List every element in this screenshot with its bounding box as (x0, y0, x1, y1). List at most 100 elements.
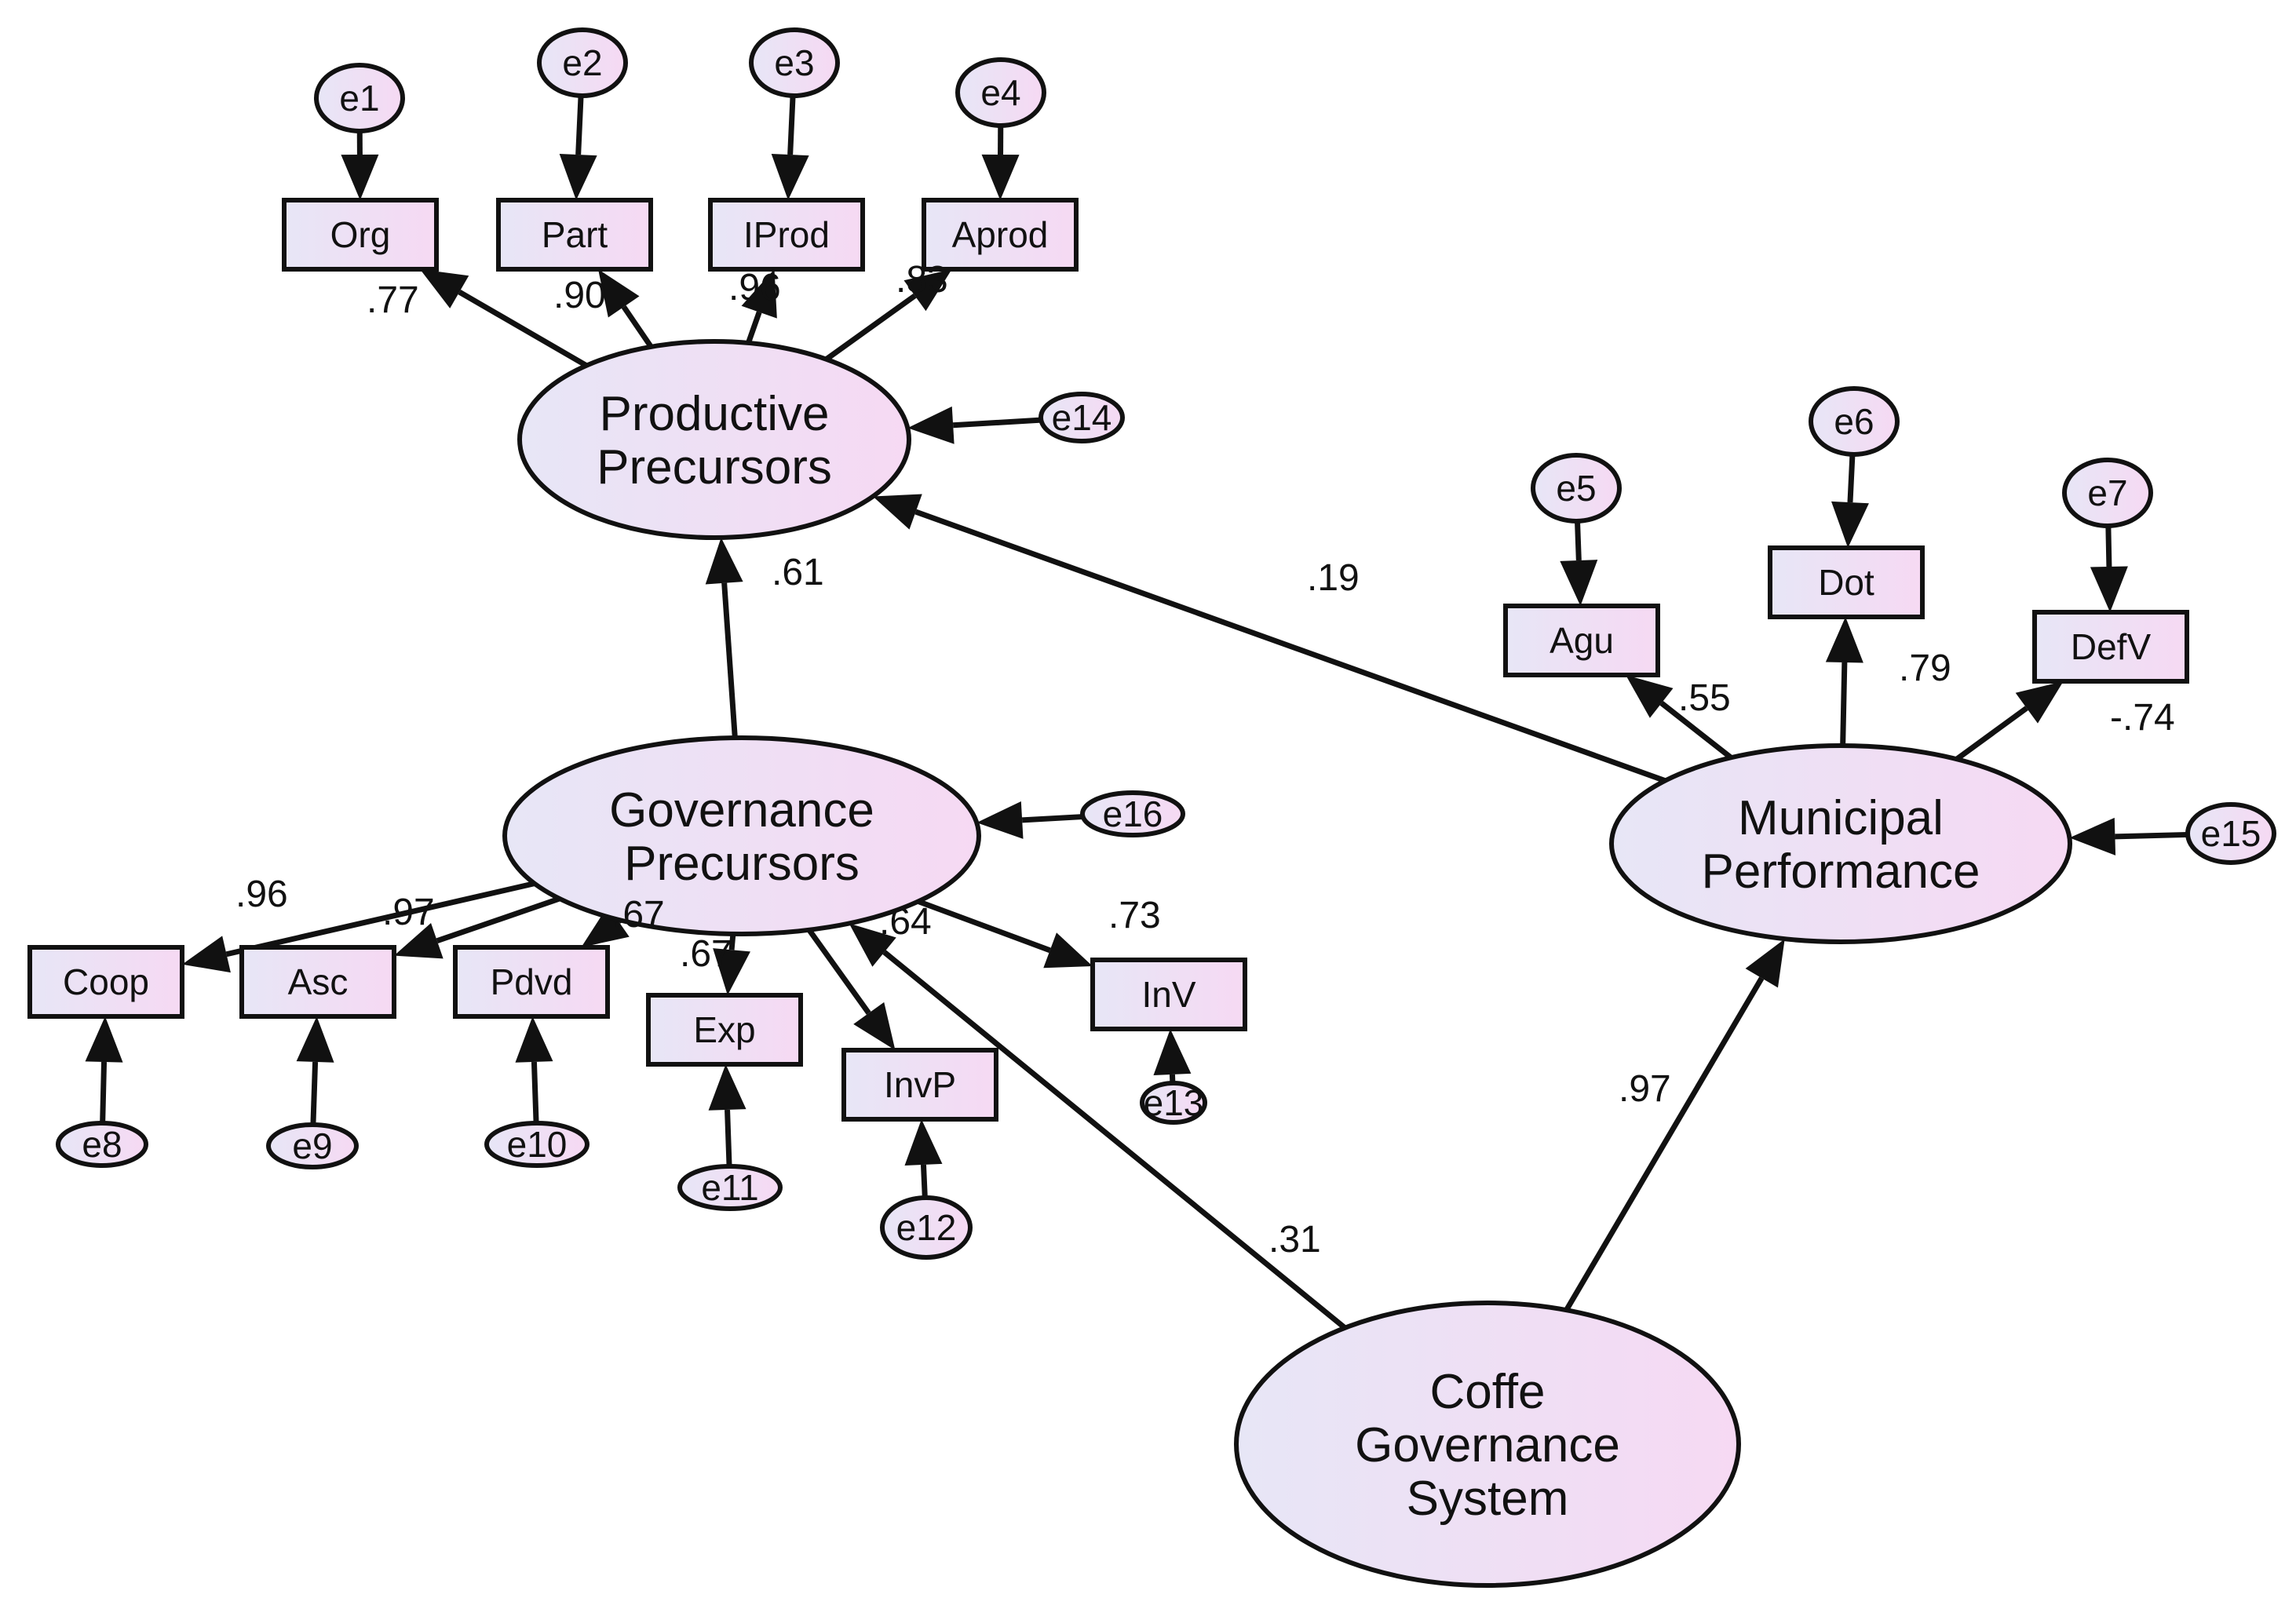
path-GP-to-InV (917, 899, 1051, 954)
arrowhead-GP-to-InV (1043, 932, 1093, 969)
coefficient-GP-to-PP: .61 (772, 552, 824, 593)
indicator-asc-shape (239, 945, 396, 1019)
path-MP-to-DefV (1955, 706, 2028, 762)
path-e8-to-Coop (100, 1061, 108, 1124)
arrowhead-GP-to-PP (705, 537, 743, 585)
error-e12: e12 (880, 1195, 973, 1260)
indicator-defv-label: DefV (2071, 626, 2152, 667)
indicator-iprod-shape (708, 198, 865, 272)
indicator-pdvd: Pdvd (453, 945, 610, 1019)
latent-pp-label-line: Productive (600, 387, 830, 441)
latent-mp-label-line: Municipal (1738, 791, 1944, 845)
error-e5-label: e5 (1556, 468, 1596, 509)
arrowhead-e11-to-Exp (708, 1064, 746, 1111)
arrowhead-GP-to-Pdvd (581, 906, 630, 947)
indicator-pdvd-label: Pdvd (491, 961, 573, 1002)
indicator-aprod-shape (922, 198, 1079, 272)
error-e3-shape (749, 27, 840, 98)
arrowhead-e10-to-Pdvd (515, 1016, 553, 1063)
indicator-exp-shape (646, 993, 803, 1067)
error-e7: e7 (2062, 458, 2153, 528)
path-GP-to-Coop (225, 881, 535, 958)
error-e12-label: e12 (896, 1207, 957, 1248)
indicator-asc: Asc (239, 945, 396, 1019)
arrowhead-e15-to-MP (2069, 817, 2116, 856)
edges-layer (85, 95, 2188, 1330)
latent-gp-shape (502, 735, 981, 936)
coefficient-PP-to-Org: .77 (367, 279, 419, 321)
latent-pp-label-line: Precursors (597, 440, 832, 494)
indicator-iprod: IProd (708, 198, 865, 272)
indicator-part-shape (496, 198, 653, 272)
error-e5: e5 (1531, 453, 1622, 524)
indicator-dot-label: Dot (1818, 562, 1874, 603)
path-e3-to-IProd (787, 95, 796, 155)
latent-mp-label-line: Performance (1702, 845, 1980, 899)
error-e4-shape (955, 57, 1046, 128)
latent-cg-label-line: System (1407, 1472, 1569, 1526)
error-e2-shape (537, 27, 628, 98)
error-e11-shape (677, 1164, 783, 1211)
coefficient-CG-to-MP: .97 (1619, 1068, 1671, 1110)
path-PP-to-IProd (746, 311, 762, 345)
indicator-org-shape (282, 198, 439, 272)
path-PP-to-Part (621, 305, 654, 348)
error-e8-shape (56, 1121, 148, 1168)
error-e14-shape (1038, 392, 1125, 443)
coefficient-GP-to-Pdvd: .67 (612, 894, 665, 936)
path-MP-to-PP (914, 509, 1666, 783)
arrowhead-e7-to-DefV (2090, 566, 2128, 612)
error-e16-shape (1080, 790, 1185, 837)
error-e1-label: e1 (339, 78, 379, 119)
indicator-exp: Exp (646, 993, 803, 1067)
indicator-agu-shape (1503, 604, 1660, 677)
coefficient-PP-to-Part: .90 (553, 275, 606, 316)
error-e3-label: e3 (774, 42, 814, 83)
arrowhead-CG-to-GP (849, 923, 896, 967)
error-e14: e14 (1038, 392, 1125, 443)
error-e12-shape (880, 1195, 973, 1260)
indicator-aprod: Aprod (922, 198, 1079, 272)
latent-cg-shape (1234, 1301, 1741, 1588)
arrowhead-MP-to-PP (873, 494, 922, 530)
error-e7-shape (2062, 458, 2153, 528)
arrowhead-PP-to-Part (598, 269, 640, 318)
error-e15: e15 (2185, 802, 2276, 865)
path-e10-to-Pdvd (531, 1061, 539, 1124)
indicator-iprod-label: IProd (743, 214, 830, 255)
indicator-invp-label: InvP (884, 1064, 956, 1105)
error-e16-label: e16 (1103, 794, 1163, 834)
path-CG-to-MP (1564, 976, 1765, 1312)
indicator-coop: Coop (27, 945, 184, 1019)
coefficient-MP-to-Agu: .55 (1678, 677, 1731, 719)
indicator-agu: Agu (1503, 604, 1660, 677)
arrowhead-CG-to-MP (1745, 939, 1785, 988)
error-e6: e6 (1809, 386, 1900, 457)
error-e11: e11 (677, 1164, 783, 1211)
arrowhead-e2-to-Part (559, 153, 597, 200)
path-e6-to-Dot (1847, 454, 1856, 503)
path-PP-to-Org (458, 290, 588, 368)
coefficient-MP-to-PP: .19 (1307, 557, 1360, 599)
arrowhead-MP-to-Agu (1626, 675, 1674, 718)
path-GP-to-PP (721, 582, 738, 739)
error-e2-label: e2 (562, 42, 602, 83)
error-e9: e9 (266, 1122, 359, 1169)
indicator-exp-label: Exp (693, 1009, 755, 1050)
indicator-dot-shape (1768, 545, 1925, 619)
coefficient-PP-to-Aprod: .83 (896, 259, 948, 301)
error-e15-label: e15 (2201, 813, 2261, 854)
path-e7-to-DefV (2105, 525, 2112, 567)
arrowhead-GP-to-InvP (853, 1001, 896, 1050)
error-e9-shape (266, 1122, 359, 1169)
latent-gp-label-line: Precursors (624, 837, 860, 891)
path-e14-to-PP (952, 417, 1042, 429)
arrowhead-e13-to-InV (1153, 1029, 1192, 1075)
coefficient-GP-to-Coop: .96 (235, 874, 288, 915)
indicator-invp: InvP (841, 1048, 998, 1122)
arrowhead-e8-to-Coop (85, 1016, 123, 1063)
path-e5-to-Agu (1575, 520, 1582, 561)
arrowhead-PP-to-Org (420, 269, 469, 308)
